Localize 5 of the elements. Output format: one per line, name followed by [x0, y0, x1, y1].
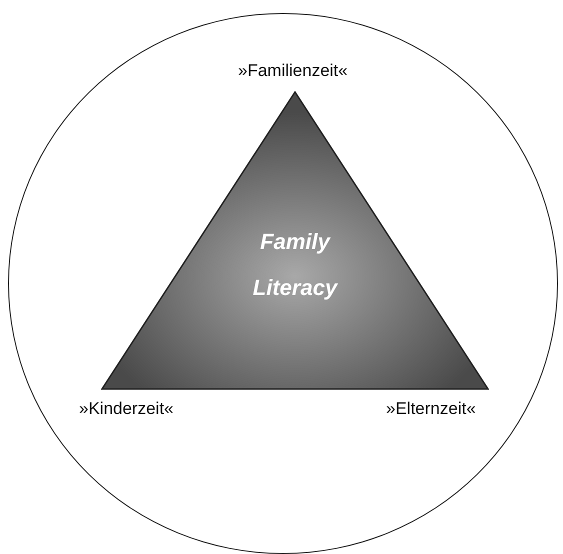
triangle-title: Family Literacy: [252, 228, 339, 302]
corner-label: »Elternzeit«: [386, 399, 476, 419]
corner-label: »Kinderzeit«: [79, 399, 174, 419]
corner-label: »Familienzeit«: [238, 61, 348, 81]
circle-outline: [8, 13, 558, 554]
